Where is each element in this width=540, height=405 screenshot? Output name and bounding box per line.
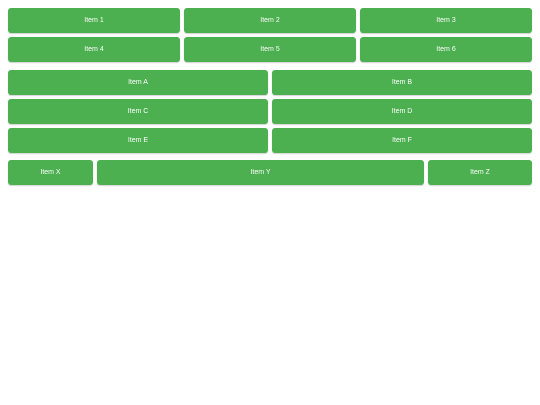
grid-item-y[interactable]: Item Y <box>97 160 424 185</box>
grid-item-3[interactable]: Item 3 <box>360 8 532 33</box>
grid-item-2[interactable]: Item 2 <box>184 8 356 33</box>
grid-item-x[interactable]: Item X <box>8 160 93 185</box>
two-column-grid: Item A Item B Item C Item D Item E Item … <box>8 70 532 153</box>
grid-item-f[interactable]: Item F <box>272 128 532 153</box>
grid-item-e[interactable]: Item E <box>8 128 268 153</box>
grid-item-c[interactable]: Item C <box>8 99 268 124</box>
grid-item-6[interactable]: Item 6 <box>360 37 532 62</box>
grid-item-d[interactable]: Item D <box>272 99 532 124</box>
grid-item-z[interactable]: Item Z <box>428 160 532 185</box>
grid-item-b[interactable]: Item B <box>272 70 532 95</box>
grid-item-5[interactable]: Item 5 <box>184 37 356 62</box>
mixed-width-row: Item X Item Y Item Z <box>8 160 532 185</box>
grid-item-a[interactable]: Item A <box>8 70 268 95</box>
three-column-grid: Item 1 Item 2 Item 3 Item 4 Item 5 Item … <box>8 8 532 62</box>
grid-item-1[interactable]: Item 1 <box>8 8 180 33</box>
grid-item-4[interactable]: Item 4 <box>8 37 180 62</box>
